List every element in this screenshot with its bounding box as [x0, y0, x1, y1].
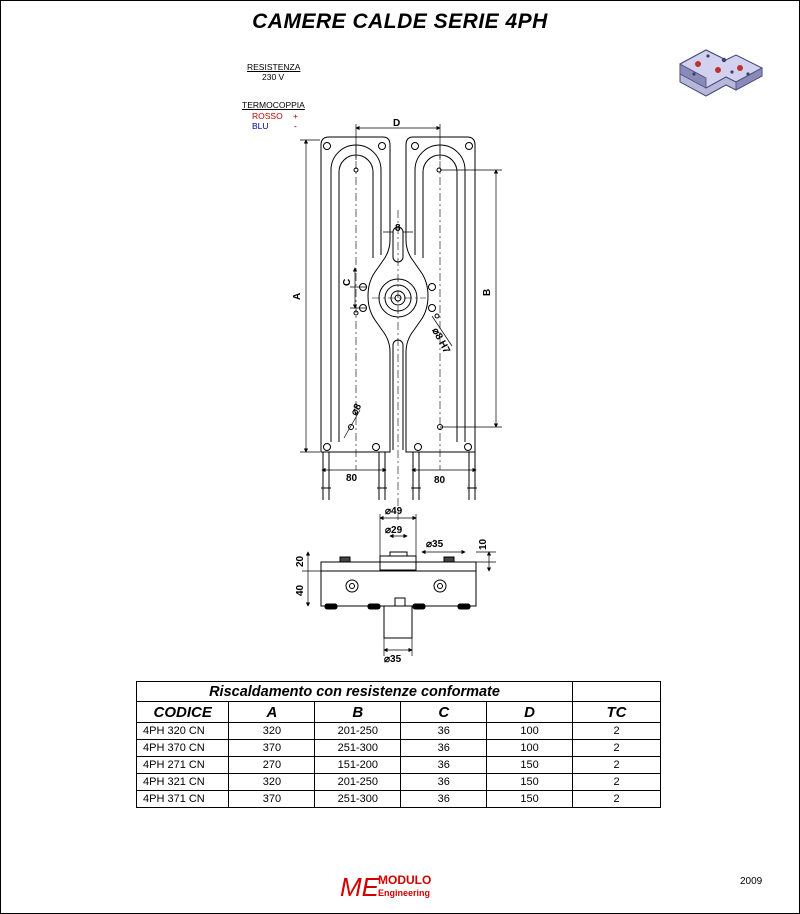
- cell-c: 36: [400, 722, 488, 740]
- table-row: 4PH 320 CN 320 201-250 36 100 2: [135, 722, 661, 740]
- cell-b: 201-250: [314, 773, 402, 791]
- rosso-sign: +: [293, 111, 298, 121]
- dim-35-top-label: ⌀35: [426, 539, 444, 550]
- header-a: A: [228, 701, 316, 723]
- cell-d: 150: [486, 756, 574, 774]
- cell-b: 151-200: [314, 756, 402, 774]
- cell-tc: 2: [572, 722, 661, 740]
- dim-35-bottom-label: ⌀35: [384, 654, 402, 665]
- cell-d: 100: [486, 739, 574, 757]
- cell-codice: 4PH 271 CN: [135, 756, 230, 774]
- center-lines: [355, 145, 441, 520]
- dim-49-label: ⌀49: [385, 506, 403, 517]
- termocoppia-label: TERMOCOPPIA: [242, 100, 305, 110]
- dim-a-label: A: [292, 293, 303, 300]
- cell-tc: 2: [572, 739, 661, 757]
- table-row: 4PH 321 CN 320 201-250 36 150 2: [135, 773, 661, 791]
- cell-d: 150: [486, 790, 574, 808]
- header-tc: TC: [572, 701, 661, 723]
- cell-b: 251-300: [314, 739, 402, 757]
- header-d: D: [486, 701, 574, 723]
- cell-tc: 2: [572, 756, 661, 774]
- dimension-lines: [300, 124, 502, 473]
- logo-name: MODULO: [378, 873, 431, 887]
- dim-slot-label: 8: [395, 223, 401, 234]
- cell-codice: 4PH 321 CN: [135, 773, 230, 791]
- side-view: [320, 551, 477, 639]
- cell-c: 36: [400, 756, 488, 774]
- cell-c: 36: [400, 739, 488, 757]
- cell-codice: 4PH 371 CN: [135, 790, 230, 808]
- cell-a: 320: [228, 722, 316, 740]
- cell-a: 370: [228, 790, 316, 808]
- logo-sub: Engineering: [378, 888, 430, 898]
- side-dimension-lines: [302, 514, 496, 656]
- dim-40-label: 40: [295, 584, 306, 596]
- cell-b: 201-250: [314, 722, 402, 740]
- technical-drawing: D A B C 8 ⌀8 H7 ⌀8 80 80: [292, 118, 502, 665]
- year-label: 2009: [740, 876, 763, 887]
- cell-codice: 4PH 370 CN: [135, 739, 230, 757]
- cell-tc: 2: [572, 773, 661, 791]
- header-b: B: [314, 701, 402, 723]
- table-caption: Riscaldamento con resistenze conformate: [135, 681, 574, 702]
- table-row: 4PH 271 CN 270 151-200 36 150 2: [135, 756, 661, 774]
- cell-codice: 4PH 320 CN: [135, 722, 230, 740]
- cell-a: 270: [228, 756, 316, 774]
- dim-d-label: D: [393, 118, 400, 129]
- dim-20-label: 20: [295, 555, 306, 567]
- plan-view: [320, 136, 477, 500]
- dim-80-right-label: 80: [434, 475, 446, 486]
- cell-c: 36: [400, 790, 488, 808]
- resistenza-label: RESISTENZA: [247, 62, 301, 72]
- logo-mark: ME: [340, 872, 380, 902]
- spec-table: Riscaldamento con resistenze conformate …: [135, 681, 661, 808]
- dim-b-label: B: [482, 289, 493, 296]
- cell-c: 36: [400, 773, 488, 791]
- cell-tc: 2: [572, 790, 661, 808]
- blu-label: BLU: [252, 121, 269, 131]
- header-c: C: [400, 701, 488, 723]
- resistenza-value: 230 V: [262, 72, 285, 82]
- cell-a: 320: [228, 773, 316, 791]
- cell-d: 100: [486, 722, 574, 740]
- cell-a: 370: [228, 739, 316, 757]
- dim-80-left-label: 80: [346, 473, 358, 484]
- dim-29-label: ⌀29: [385, 525, 403, 536]
- manifold-3d-icon: [679, 49, 764, 97]
- blu-sign: -: [294, 121, 297, 131]
- table-row: 4PH 371 CN 370 251-300 36 150 2: [135, 790, 661, 808]
- dim-hole8-label: ⌀8: [349, 402, 364, 418]
- cell-d: 150: [486, 773, 574, 791]
- page-title: CAMERE CALDE SERIE 4PH: [252, 10, 548, 33]
- rosso-label: ROSSO: [252, 111, 283, 121]
- cell-b: 251-300: [314, 790, 402, 808]
- dim-c-label: C: [342, 279, 353, 286]
- modulo-engineering-logo: ME MODULO Engineering: [340, 872, 431, 902]
- table-caption-empty: [572, 681, 661, 702]
- header-codice: CODICE: [135, 701, 230, 723]
- table-header-row: CODICE A B C D TC: [135, 701, 661, 723]
- table-row: 4PH 370 CN 370 251-300 36 100 2: [135, 739, 661, 757]
- dim-10-label: 10: [478, 538, 489, 550]
